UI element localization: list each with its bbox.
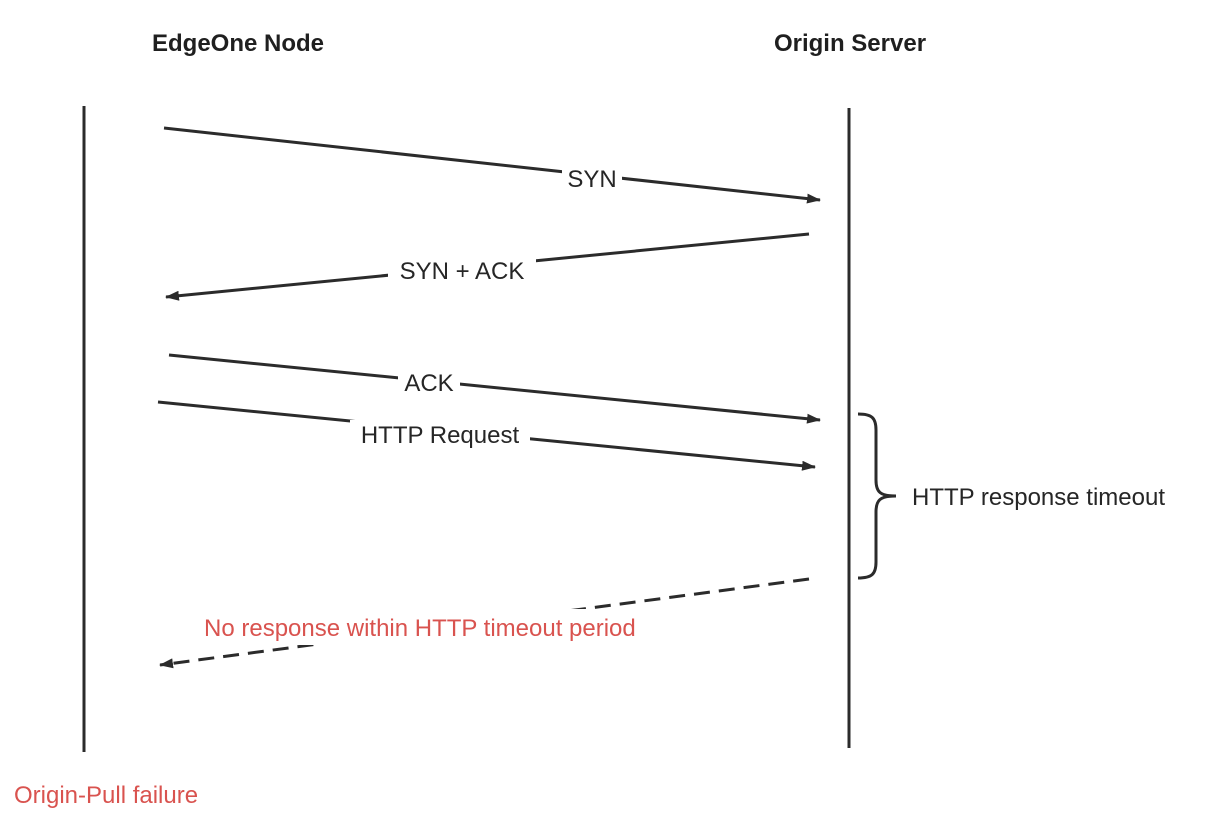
timeout-brace [857, 412, 897, 580]
http-request-label-bg [350, 420, 530, 452]
syn-arrow [163, 126, 821, 204]
syn-label: SYN [567, 166, 616, 193]
http-response-timeout-label: HTTP response timeout [912, 484, 1165, 511]
origin-pull-failure-label: Origin-Pull failure [14, 782, 198, 809]
origin-server-title: Origin Server [774, 30, 926, 57]
syn-label-bg [562, 165, 622, 195]
ack-label-bg [398, 368, 460, 398]
ack-arrow [168, 353, 821, 424]
no-response-label: No response within HTTP timeout period [204, 615, 636, 642]
no-response-label-bg [198, 609, 720, 645]
syn-ack-label-bg [388, 255, 536, 287]
http-request-label: HTTP Request [361, 422, 520, 449]
edgeone-node-title: EdgeOne Node [152, 30, 324, 57]
syn-ack-label: SYN + ACK [400, 258, 525, 285]
ack-label: ACK [404, 370, 453, 397]
